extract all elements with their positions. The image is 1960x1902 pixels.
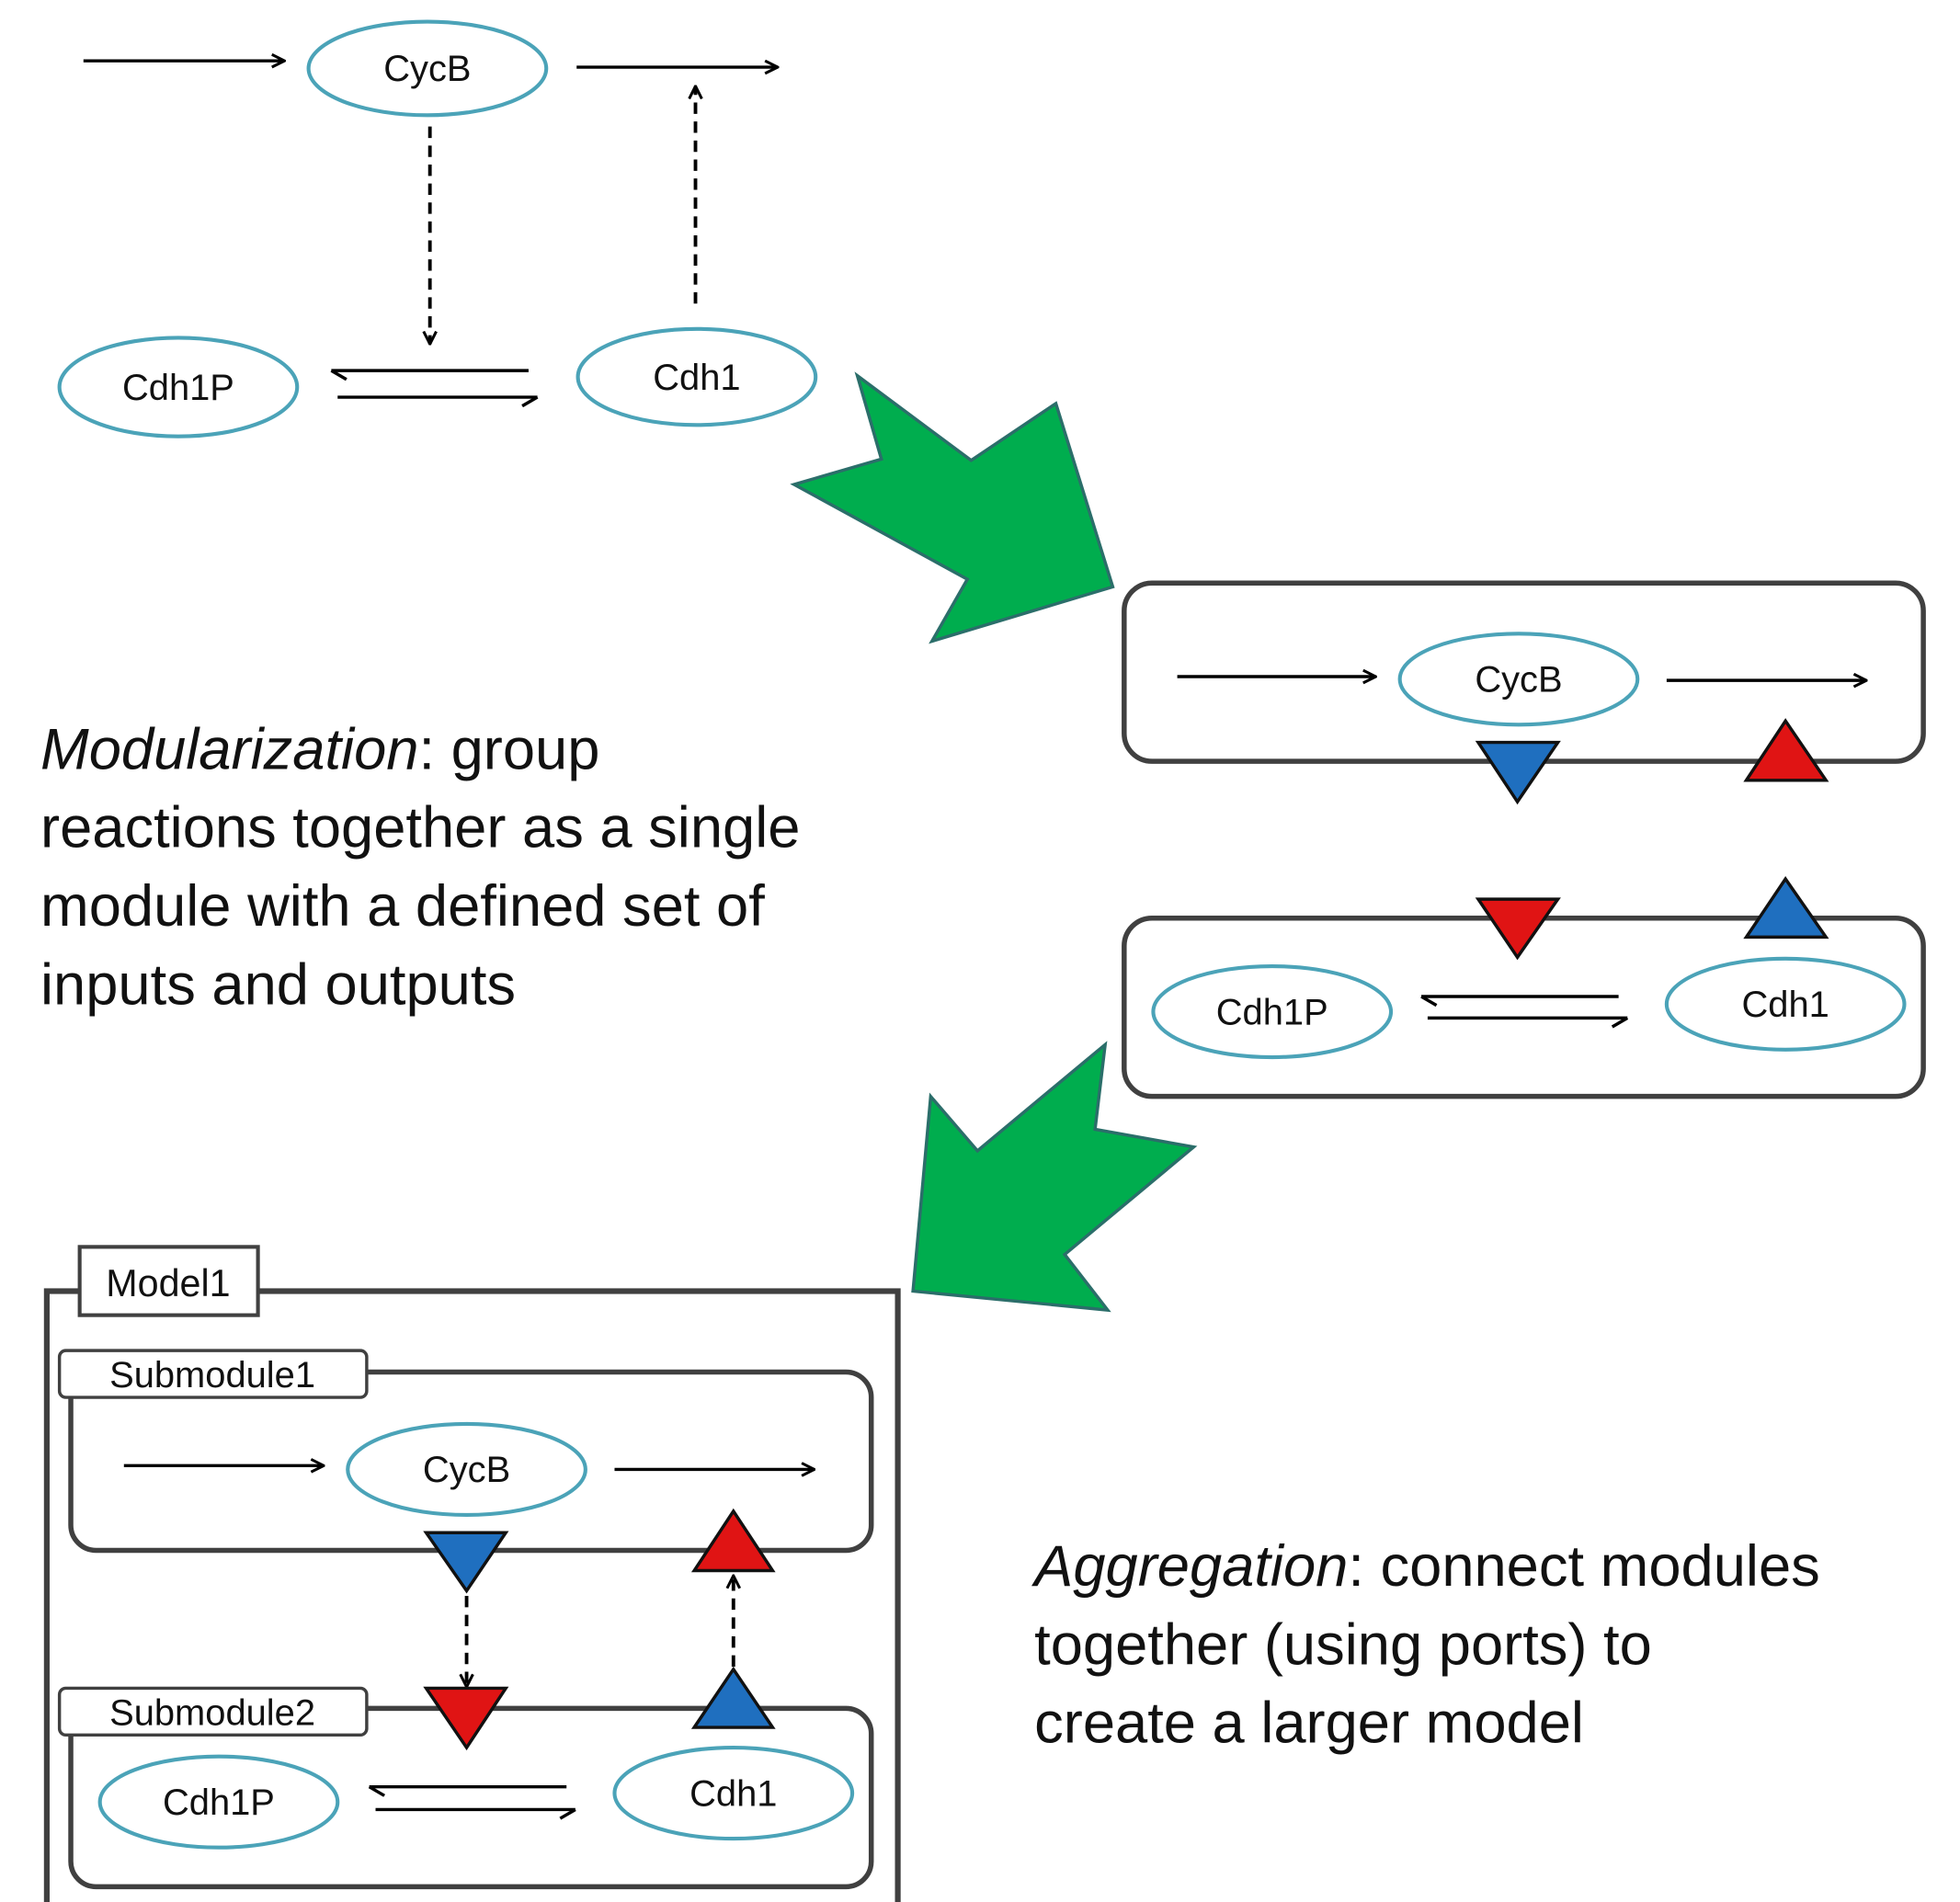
modularization-caption: Modularization: group reactions together… [40, 717, 816, 1017]
aggregation-term: Aggregation [1031, 1534, 1348, 1599]
aggregation-line-1: : connect modules [1348, 1534, 1819, 1599]
cycb-label: CycB [383, 49, 471, 89]
modularization-term: Modularization [40, 717, 418, 781]
submodule1-input-port-red [690, 1508, 776, 1573]
module2-cdh1-node: Cdh1 [1664, 956, 1907, 1052]
module1-cycb-label: CycB [1475, 660, 1562, 700]
submodule2-cdh1-node: Cdh1 [612, 1745, 855, 1841]
submodule2-tab: Submodule2 [57, 1686, 369, 1737]
submodule2-input-port-red [423, 1686, 509, 1751]
submodule2-cdh1p-node: Cdh1P [97, 1754, 340, 1850]
top-network: CycB Cdh1P Cdh1 [57, 19, 818, 438]
module1-cycb-node: CycB [1397, 632, 1640, 727]
submodule2-label: Submodule2 [109, 1692, 315, 1733]
module2-cdh1-label: Cdh1 [1742, 985, 1829, 1025]
submodule1-cycb-node: CycB [346, 1421, 587, 1518]
aggregated-model: Model1 Submodule1 CycB Submodule2 Cdh1P … [43, 1245, 901, 1902]
module-cycb: CycB [1122, 580, 1926, 805]
aggregation-line-2: together (using ports) to [1034, 1612, 1652, 1677]
model1-tab: Model1 [77, 1245, 260, 1317]
submodule1-cycb-label: CycB [423, 1450, 510, 1490]
submodule1-output-port-blue [423, 1531, 509, 1594]
module1-output-port-blue [1475, 740, 1561, 805]
module2-cdh1p-label: Cdh1P [1216, 992, 1328, 1032]
aggregation-caption: Aggregation: connect modules together (u… [1031, 1534, 1836, 1756]
modularization-big-arrow [790, 371, 1115, 644]
modularization-line-2: reactions together as a single [40, 796, 800, 860]
submodule2-cdh1p-label: Cdh1P [163, 1782, 275, 1823]
modularization-line-3: module with a defined set of [40, 874, 765, 939]
module2-input-port-red [1475, 897, 1561, 961]
module1-input-port-red [1743, 718, 1829, 782]
submodule1-tab: Submodule1 [57, 1349, 369, 1399]
modularization-line-1: : group [418, 717, 599, 781]
cdh1p-label: Cdh1P [122, 368, 234, 408]
cdh1-label: Cdh1 [653, 358, 740, 398]
module2-output-port-blue [1743, 876, 1829, 940]
aggregation-big-arrow [911, 1041, 1198, 1313]
submodule1-label: Submodule1 [109, 1355, 315, 1395]
cdh1-node: Cdh1 [575, 326, 818, 427]
submodule2-cdh1-label: Cdh1 [689, 1773, 777, 1814]
cdh1p-node: Cdh1P [57, 336, 300, 438]
submodule2-output-port-blue [690, 1666, 776, 1729]
modularization-line-4: inputs and outputs [40, 952, 516, 1017]
module-cdh1: Cdh1P Cdh1 [1122, 876, 1926, 1099]
model1-label: Model1 [106, 1262, 230, 1304]
aggregation-line-3: create a larger model [1034, 1691, 1584, 1756]
module2-cdh1p-node: Cdh1P [1151, 963, 1394, 1060]
cycb-node: CycB [306, 19, 549, 118]
